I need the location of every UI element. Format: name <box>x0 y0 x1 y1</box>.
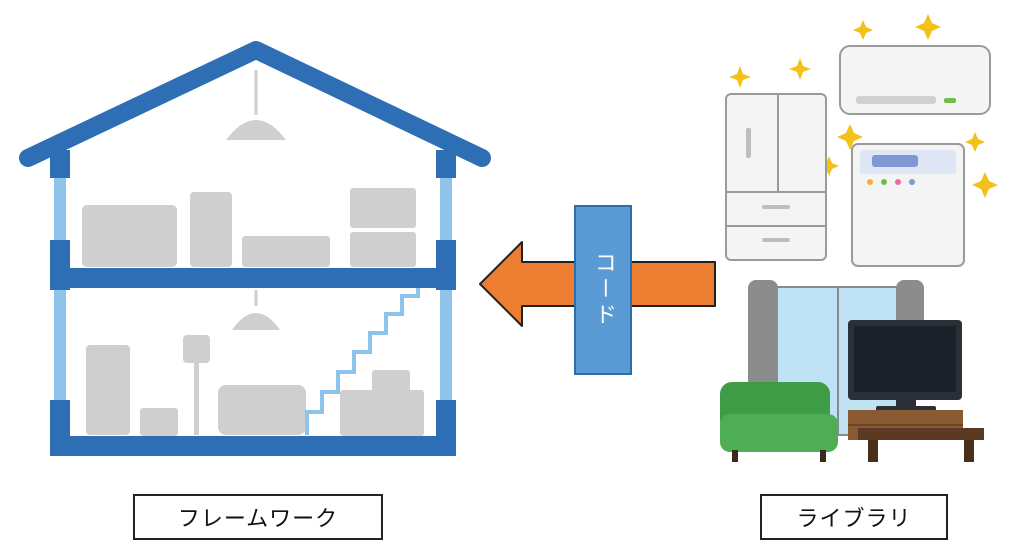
shelf-top-icon <box>372 370 410 394</box>
sparkle-stars <box>729 14 998 198</box>
washing-machine-icon <box>851 143 965 267</box>
star-icon <box>853 20 873 40</box>
low-table-icon <box>242 236 330 267</box>
shelf-icon <box>340 390 424 436</box>
cabinet-icon <box>190 192 232 267</box>
ceiling-lamp-icon <box>232 313 280 330</box>
star-icon <box>972 172 998 198</box>
refrigerator-icon <box>725 93 827 261</box>
house-illustration <box>19 41 491 456</box>
box-icon <box>140 408 178 436</box>
television-icon <box>848 320 962 412</box>
star-icon <box>789 58 811 80</box>
house-floor-upper <box>50 268 456 288</box>
star-icon <box>965 132 985 152</box>
ceiling-lamp-icon <box>226 120 286 140</box>
floor-lamp-pole <box>194 363 199 435</box>
floor-lamp-icon <box>183 335 210 363</box>
sofa-icon <box>218 385 306 435</box>
house-joint <box>50 400 70 456</box>
house-right-pillar <box>440 160 452 450</box>
framework-caption: フレームワーク <box>133 494 383 540</box>
desk-icon <box>350 232 416 267</box>
house-floor-lower <box>50 436 456 456</box>
house-joint <box>436 400 456 456</box>
armchair-icon <box>720 382 838 462</box>
star-icon <box>915 14 941 40</box>
low-table-wood-icon <box>858 428 984 462</box>
house-joint <box>50 240 70 290</box>
star-icon <box>837 124 863 150</box>
star-icon <box>729 66 751 88</box>
house-joint <box>436 240 456 290</box>
star-icon <box>819 156 839 176</box>
library-caption: ライブラリ <box>760 494 948 540</box>
fridge-small-icon <box>86 345 130 435</box>
house-left-pillar <box>54 160 66 450</box>
air-conditioner-icon <box>839 45 991 115</box>
staircase <box>305 288 420 435</box>
house-roof <box>19 41 491 167</box>
code-label-text: コード <box>591 251 616 329</box>
house-joint <box>50 150 70 178</box>
bed-icon <box>82 205 177 267</box>
curtain-left <box>748 280 778 390</box>
library-illustration <box>720 14 998 462</box>
house-joint <box>436 150 456 178</box>
desk-monitor-icon <box>350 188 416 228</box>
code-arrow-label: コード <box>574 205 632 375</box>
